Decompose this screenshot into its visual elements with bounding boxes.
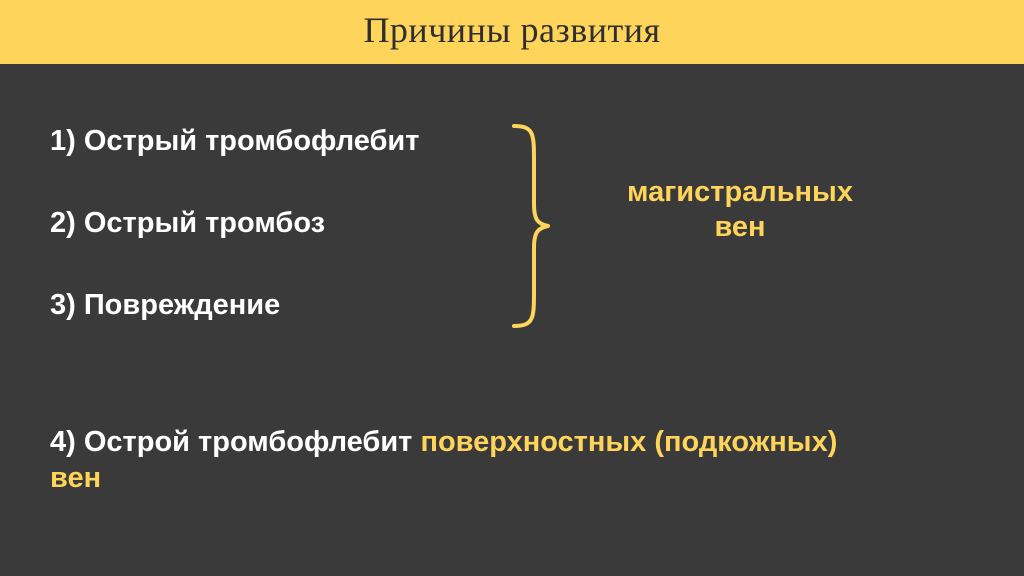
curly-brace-icon bbox=[512, 124, 550, 328]
title-bar: Причины развития bbox=[0, 0, 1024, 64]
slide-title: Причины развития bbox=[363, 10, 661, 50]
cause-item-1: 1) Острый тромбофлебит bbox=[50, 125, 420, 157]
cause-item-3: 3) Повреждение bbox=[50, 289, 281, 321]
cause-item-4-text: 4) Острой тромбофлебит bbox=[50, 426, 421, 458]
cause-item-2: 2) Острый тромбоз bbox=[50, 207, 326, 239]
group-label-line-2: вен bbox=[714, 211, 766, 243]
group-label: магистральных вен bbox=[570, 175, 910, 245]
cause-item-4-highlight: поверхностных (подкожных) вен bbox=[50, 426, 838, 494]
cause-item-4: 4) Острой тромбофлебит поверхностных (по… bbox=[50, 424, 850, 496]
group-label-line-1: магистральных bbox=[627, 176, 853, 208]
